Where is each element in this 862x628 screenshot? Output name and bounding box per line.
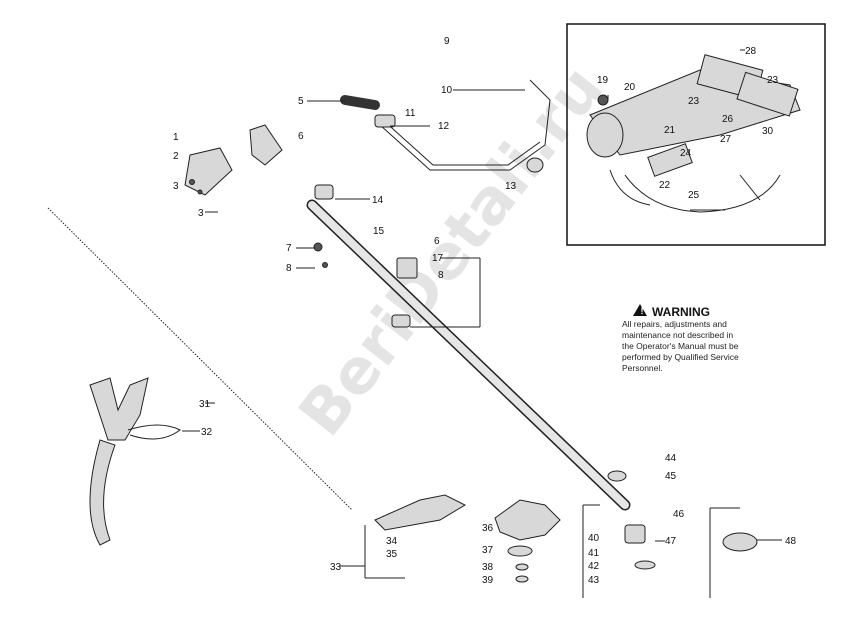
trimmer-head-parts [374,470,758,598]
callout-6: 6 [434,236,440,247]
callout-8: 8 [438,270,444,281]
callout-25: 25 [688,190,700,201]
warning-line-5: Personnel. [622,363,663,373]
callout-3: 3 [173,181,179,192]
harness [89,377,181,546]
callout-6: 6 [298,131,304,142]
callout-30: 30 [762,126,774,137]
callout-28: 28 [745,46,757,57]
callout-36: 36 [482,523,494,534]
warning-line-3: the Operator's Manual must be [622,341,739,351]
callout-22: 22 [659,180,671,191]
warning-triangle-icon [633,304,647,316]
callout-48: 48 [785,536,797,547]
callout-33: 33 [330,562,342,573]
callout-34: 34 [386,536,398,547]
callout-9: 9 [444,36,450,47]
handle-assembly [340,79,551,173]
callout-numbers: 1 2 3 3 5 6 6 7 8 8 9 10 11 12 13 14 15 … [173,36,797,586]
engine-assembly [586,54,801,213]
callout-21: 21 [664,125,676,136]
engine-inset-box [566,23,826,246]
callout-3: 3 [198,208,204,219]
callout-37: 37 [482,545,494,556]
callout-15: 15 [373,226,385,237]
callout-26: 26 [722,114,734,125]
svg-text:!: ! [641,306,644,316]
callout-14: 14 [372,195,384,206]
callout-40: 40 [588,533,600,544]
callout-2: 2 [173,151,179,162]
callout-8: 8 [286,263,292,274]
callout-10: 10 [441,85,453,96]
callout-43: 43 [588,575,600,586]
warning-title: WARNING [652,305,710,319]
callout-35: 35 [386,549,398,560]
callout-23: 23 [688,96,700,107]
callout-24: 24 [680,148,692,159]
callout-7: 7 [286,243,292,254]
callout-46: 46 [673,509,685,520]
warning-line-2: maintenance not described in [622,330,733,340]
callout-1: 1 [173,132,179,143]
warning-line-1: All repairs, adjustments and [622,319,727,329]
callout-23: 23 [767,75,779,86]
callout-47: 47 [665,536,677,547]
callout-38: 38 [482,562,494,573]
drive-shaft-tube [306,184,631,511]
callout-42: 42 [588,561,600,572]
callout-19: 19 [597,75,609,86]
warning-block: ! WARNING All repairs, adjustments and m… [622,304,739,373]
callout-17: 17 [432,253,444,264]
callout-31: 31 [199,399,211,410]
callout-20: 20 [624,82,636,93]
guard-parts [184,124,283,213]
drive-cable [47,207,353,511]
callout-11: 11 [405,108,416,119]
callout-45: 45 [665,471,677,482]
leader-lines [182,49,782,579]
warning-line-4: performed by Qualified Service [622,352,739,362]
callout-32: 32 [201,427,213,438]
callout-5: 5 [298,96,304,107]
callout-41: 41 [588,548,600,559]
callout-13: 13 [505,181,517,192]
callout-39: 39 [482,575,494,586]
callout-12: 12 [438,121,450,132]
callout-27: 27 [720,134,732,145]
callout-44: 44 [665,453,677,464]
